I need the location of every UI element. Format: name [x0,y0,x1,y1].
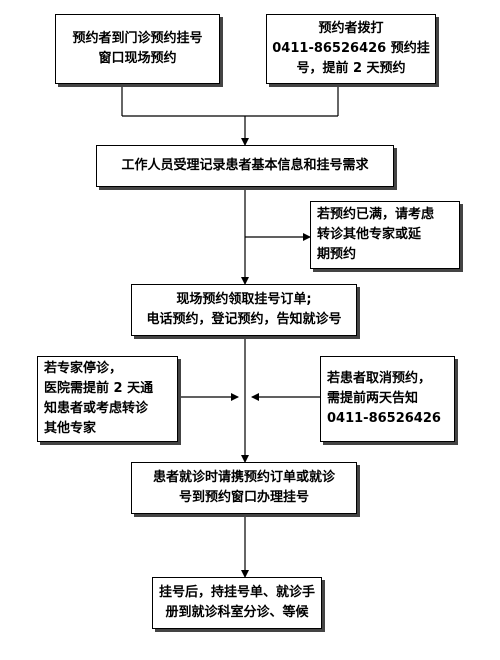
record-info-box: 工作人员受理记录患者基本信息和挂号需求 [96,145,394,187]
booking-full-note-text: 若预约已满，请考虑 转诊其他专家或延 期预约 [317,207,435,262]
cancel-booking-note-text: 若患者取消预约， 需提前两天告知 0411-86526426 [327,371,441,426]
walk-in-booking-box: 预约者到门诊预约挂号 窗口现场预约 [55,14,220,84]
order-registration-text: 现场预约领取挂号订单; 电话预约，登记预约，告知就诊号 [146,292,342,327]
visit-registration-box: 患者就诊时请携预约订单或就诊 号到预约窗口办理挂号 [131,462,357,514]
order-registration-box: 现场预约领取挂号订单; 电话预约，登记预约，告知就诊号 [131,284,357,336]
expert-suspension-note-text: 若专家停诊， 医院需提前 2 天通 知患者或考虑转诊 其他专家 [44,361,154,436]
triage-wait-text: 挂号后，持挂号单、就诊手 册到就诊科室分诊、等候 [158,585,315,620]
phone-booking-box: 预约者拨打 0411-86526426 预约挂 号，提前 2 天预约 [266,14,436,84]
cancel-booking-note-box: 若患者取消预约， 需提前两天告知 0411-86526426 [320,356,455,442]
triage-wait-box: 挂号后，持挂号单、就诊手 册到就诊科室分诊、等候 [152,577,322,629]
record-info-text: 工作人员受理记录患者基本信息和挂号需求 [121,158,369,173]
expert-suspension-note-box: 若专家停诊， 医院需提前 2 天通 知患者或考虑转诊 其他专家 [37,356,178,442]
visit-registration-text: 患者就诊时请携预约订单或就诊 号到预约窗口办理挂号 [152,470,335,505]
phone-booking-text: 预约者拨打 0411-86526426 预约挂 号，提前 2 天预约 [272,21,430,76]
booking-full-note-box: 若预约已满，请考虑 转诊其他专家或延 期预约 [310,201,460,269]
walk-in-booking-text: 预约者到门诊预约挂号 窗口现场预约 [72,31,203,66]
